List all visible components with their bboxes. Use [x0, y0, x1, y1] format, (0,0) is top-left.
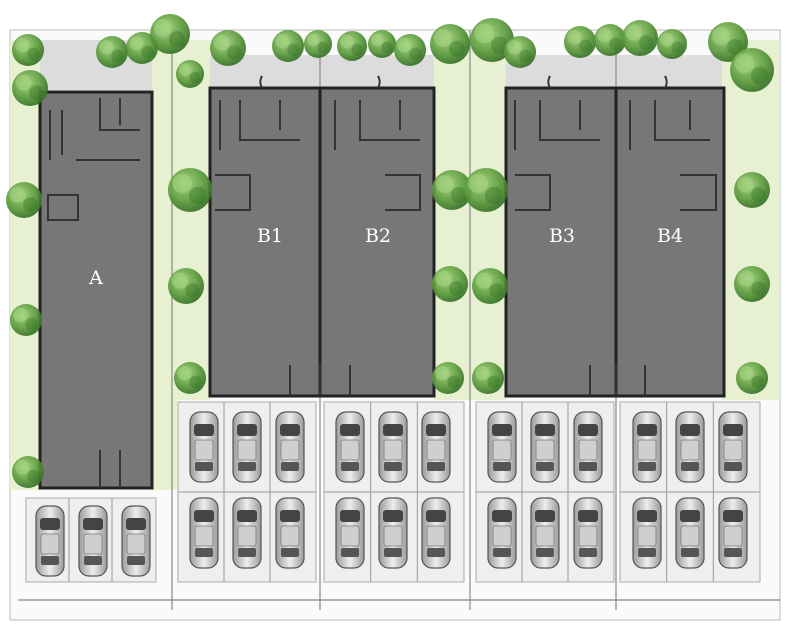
tree-canopy-icon — [304, 30, 332, 58]
car-icon — [232, 411, 262, 483]
unit-label-b3: B3 — [549, 225, 575, 247]
tree-canopy-icon — [432, 170, 472, 210]
tree-canopy-icon — [736, 362, 768, 394]
car-icon — [573, 411, 603, 483]
tree-canopy-icon — [594, 24, 626, 56]
tree-canopy-icon — [622, 20, 658, 56]
tree-canopy-icon — [564, 26, 596, 58]
tree-canopy-icon — [432, 266, 468, 302]
tree-canopy-icon — [174, 362, 206, 394]
tree-canopy-icon — [168, 268, 204, 304]
car-icon — [378, 411, 408, 483]
tree-canopy-icon — [657, 29, 687, 59]
interior-walls — [47, 75, 717, 488]
car-icon — [675, 497, 705, 569]
tree-canopy-icon — [96, 36, 128, 68]
car-icon — [530, 411, 560, 483]
car-icon — [530, 497, 560, 569]
car-icon — [718, 411, 748, 483]
car-icon — [275, 497, 305, 569]
tree-canopy-icon — [472, 268, 508, 304]
parking-cars — [35, 402, 760, 582]
car-icon — [335, 497, 365, 569]
car-icon — [378, 497, 408, 569]
tree-canopy-icon — [168, 168, 212, 212]
unit-label-a: A — [88, 267, 103, 289]
tree-canopy-icon — [10, 304, 42, 336]
tree-canopy-icon — [504, 36, 536, 68]
car-icon — [487, 411, 517, 483]
tree-canopy-icon — [734, 172, 770, 208]
unit-labels: A B1 B2 B3 B4 — [88, 225, 683, 289]
building-a — [38, 90, 154, 490]
car-icon — [421, 497, 451, 569]
tree-canopy-icon — [12, 456, 44, 488]
tree-canopy-icon — [150, 14, 190, 54]
unit-label-b1: B1 — [257, 225, 283, 247]
car-icon — [35, 505, 65, 577]
car-icon — [78, 505, 108, 577]
tree-canopy-icon — [210, 30, 246, 66]
tree-canopy-icon — [430, 24, 470, 64]
car-icon — [487, 497, 517, 569]
car-icon — [421, 411, 451, 483]
tree-canopy-icon — [730, 48, 774, 92]
tree-canopy-icon — [337, 31, 367, 61]
tree-canopy-icon — [12, 34, 44, 66]
car-icon — [335, 411, 365, 483]
car-icon — [632, 497, 662, 569]
tree-canopy-icon — [12, 70, 48, 106]
tree-canopy-icon — [368, 30, 396, 58]
tree-canopy-icon — [708, 22, 748, 62]
unit-label-b4: B4 — [657, 225, 683, 247]
tree-canopy-icon — [432, 362, 464, 394]
tree-canopy-icon — [464, 168, 508, 212]
car-icon — [632, 411, 662, 483]
car-icon — [675, 411, 705, 483]
tree-canopy-icon — [394, 34, 426, 66]
tree-canopy-icon — [272, 30, 304, 62]
car-icon — [573, 497, 603, 569]
tree-canopy-icon — [176, 60, 204, 88]
car-icon — [121, 505, 151, 577]
tree-canopy-icon — [472, 362, 504, 394]
car-icon — [232, 497, 262, 569]
tree-canopy-icon — [6, 182, 42, 218]
car-icon — [189, 411, 219, 483]
car-icon — [275, 411, 305, 483]
tree-canopy-icon — [734, 266, 770, 302]
trees — [6, 14, 774, 488]
tree-canopy-icon — [470, 18, 514, 62]
lawn-areas — [10, 40, 780, 490]
car-icon — [189, 497, 219, 569]
unit-label-b2: B2 — [365, 225, 391, 247]
car-icon — [718, 497, 748, 569]
tree-canopy-icon — [126, 32, 158, 64]
